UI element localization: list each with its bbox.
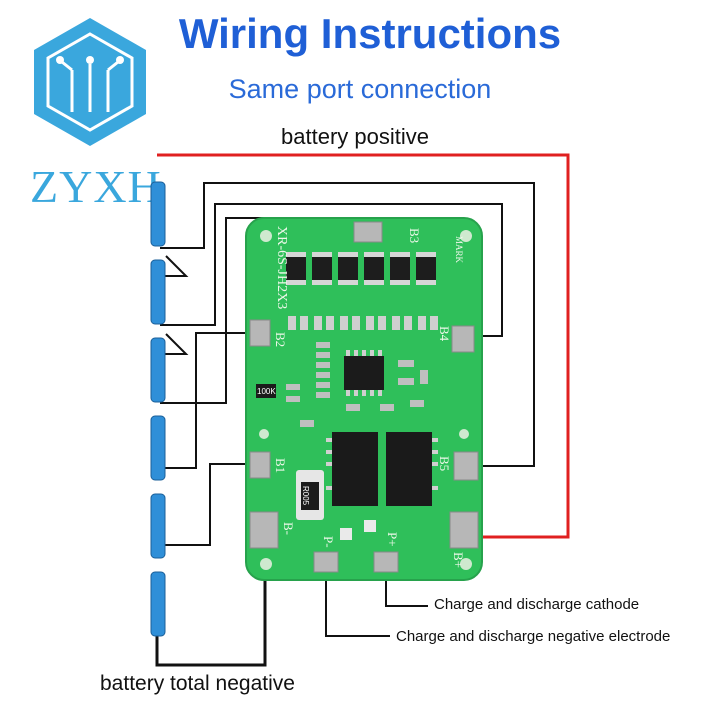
charge-discharge-cathode-label: Charge and discharge cathode — [434, 596, 640, 613]
pad-b5 — [453, 451, 479, 481]
pad-p-plus — [373, 551, 399, 573]
pad-label-b2: B2 — [273, 332, 288, 347]
wire-cell-link-2 — [160, 333, 189, 355]
pad-label-p-plus: P+ — [385, 532, 400, 547]
pad-label-b5: B5 — [437, 456, 452, 471]
pad-b-minus — [249, 511, 279, 549]
pad-label-p-minus: P- — [321, 536, 336, 548]
page-subtitle: Same port connection — [228, 74, 492, 104]
shunt-code: R005 — [301, 486, 310, 506]
battery-cell — [150, 415, 166, 481]
brand-logo-text: ZYXH — [30, 161, 162, 212]
wire-b2 — [160, 332, 250, 469]
positive-wire — [157, 153, 570, 539]
pad-label-b1: B1 — [273, 458, 288, 473]
battery-positive-label: battery positive — [281, 124, 429, 149]
pad-b3 — [353, 221, 383, 243]
page-title: Wiring Instructions — [178, 10, 562, 57]
wire-cell-link-1 — [160, 255, 189, 277]
battery-cell — [150, 571, 166, 637]
wire-negative-electrode — [325, 572, 390, 637]
wire-b1 — [160, 463, 250, 546]
board-model-label: XR-6S-JH2X3 — [274, 226, 289, 309]
battery-total-negative-label: battery total negative — [100, 672, 295, 695]
pad-b-plus — [449, 511, 479, 549]
pad-label-b4: B4 — [437, 326, 452, 342]
battery-cell — [150, 259, 166, 325]
board-mark-label: MARK — [454, 236, 464, 264]
pad-b2 — [249, 319, 271, 347]
pad-label-b3: B3 — [407, 228, 422, 243]
wire-b4 — [160, 203, 503, 337]
pad-p-minus — [313, 551, 339, 573]
wire-cathode — [385, 572, 428, 607]
pad-label-b-plus: B+ — [451, 552, 466, 568]
pad-b1 — [249, 451, 271, 479]
pad-b4 — [451, 325, 475, 353]
pad-label-b-minus: B- — [281, 522, 296, 535]
wire-b5 — [160, 182, 535, 467]
battery-cell — [150, 337, 166, 403]
resistor-code: 100K — [257, 387, 276, 396]
charge-discharge-negative-label: Charge and discharge negative electrode — [396, 628, 671, 645]
battery-stack — [150, 181, 166, 637]
battery-cell — [150, 493, 166, 559]
battery-cell — [150, 181, 166, 247]
bms-board: B3 B2 B4 B1 B5 B- B+ P- P+ XR-6S-JH2X3 M… — [245, 217, 483, 581]
